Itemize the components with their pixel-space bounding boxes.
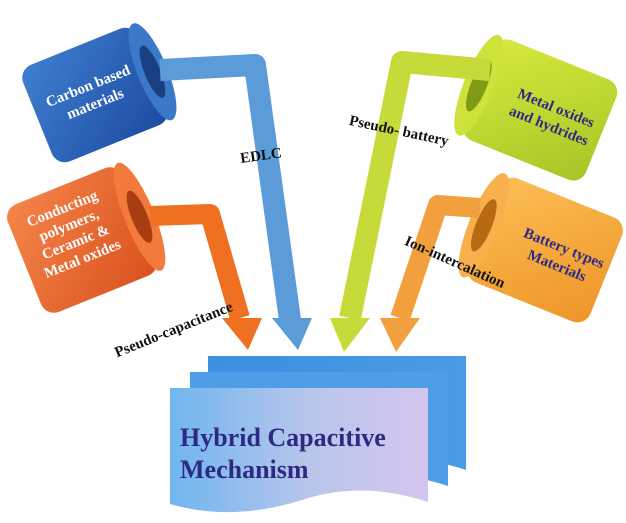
carbon-cylinder <box>22 23 177 163</box>
result-title-line-1: Hybrid Capacitive <box>180 423 386 452</box>
result-title-line-2: Mechanism <box>180 455 309 484</box>
metal-oxides-cylinder <box>454 34 618 181</box>
pseudo-capacitance-label: Pseudo-capacitance <box>113 299 236 361</box>
conducting-label: Conducting polymers, Ceramic & Metal oxi… <box>25 188 124 282</box>
edlc-label: EDLC <box>239 145 283 167</box>
ion-intercalation-arrow <box>380 195 481 352</box>
edlc-arrow <box>159 54 312 350</box>
battery-cylinder <box>458 173 623 323</box>
result-title: Hybrid Capacitive Mechanism <box>180 423 386 484</box>
result-page-front <box>170 388 428 513</box>
pseudo-capacitance-arrow <box>149 204 262 350</box>
pseudo-battery-arrow <box>330 51 491 352</box>
conducting-cylinder <box>7 162 166 313</box>
result-page-stack <box>170 356 466 513</box>
